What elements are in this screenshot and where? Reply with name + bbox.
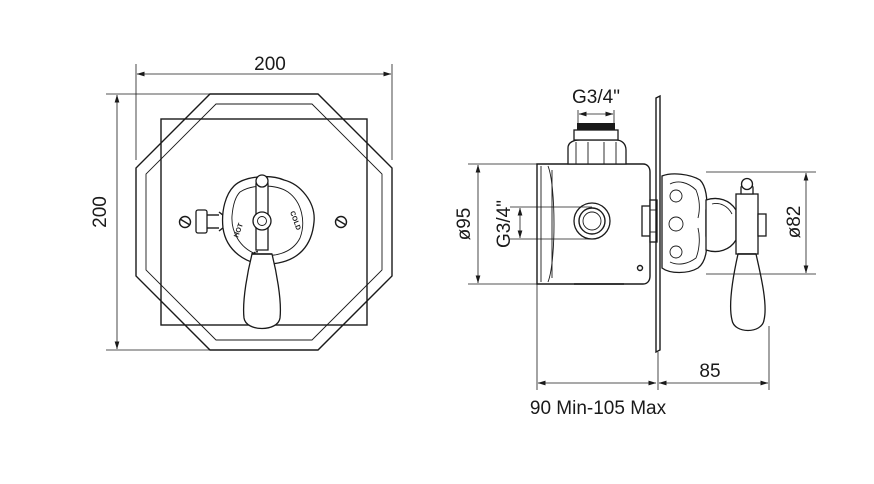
dial-tick-marks: ▪▪▪ xyxy=(250,249,260,258)
depth-dimension: 90 Min-105 Max xyxy=(530,284,667,419)
side-thread-label: G3/4" xyxy=(494,200,515,248)
handle-diameter-dimension: ø82 xyxy=(706,171,816,275)
wall-plate xyxy=(655,94,661,354)
spindle-connector xyxy=(641,199,658,243)
height-dim-label: 200 xyxy=(90,196,111,228)
handle-dial-profile xyxy=(661,173,737,274)
dial-label-hot: HOT xyxy=(233,222,245,239)
front-view: HOT COLD ▪▪▪ 200 200 xyxy=(90,54,393,351)
top-thread-label: G3/4" xyxy=(572,87,620,108)
height-dimension: 200 xyxy=(90,93,210,351)
body-diameter-dimension: ø95 xyxy=(454,163,540,285)
side-thread-dimension: G3/4" xyxy=(494,200,592,248)
side-outlet xyxy=(573,202,611,240)
flow-knob xyxy=(195,209,225,234)
top-thread-dimension: G3/4" xyxy=(572,87,620,124)
ceramic-handle xyxy=(242,253,282,330)
lever-handle xyxy=(242,174,282,330)
side-ceramic-handle xyxy=(730,253,766,332)
inner-octagon xyxy=(145,103,383,341)
top-outlet xyxy=(567,123,627,165)
left-screw xyxy=(178,215,192,229)
width-dim-label: 200 xyxy=(254,54,286,75)
body-diameter-label: ø95 xyxy=(454,208,475,241)
side-lever-handle xyxy=(730,177,767,332)
projection-dimension: 85 xyxy=(657,326,770,390)
right-screw xyxy=(334,215,348,229)
top-thread xyxy=(577,123,615,130)
side-view: G3/4" ø95 G3/4" ø82 85 xyxy=(454,87,816,419)
spindle xyxy=(252,211,272,231)
valve-body xyxy=(536,163,651,285)
width-dimension: 200 xyxy=(135,54,393,160)
depth-label: 90 Min-105 Max xyxy=(530,398,667,419)
projection-label: 85 xyxy=(699,361,720,382)
temperature-dial: HOT COLD ▪▪▪ xyxy=(221,175,315,265)
handle-diameter-label: ø82 xyxy=(784,206,805,239)
